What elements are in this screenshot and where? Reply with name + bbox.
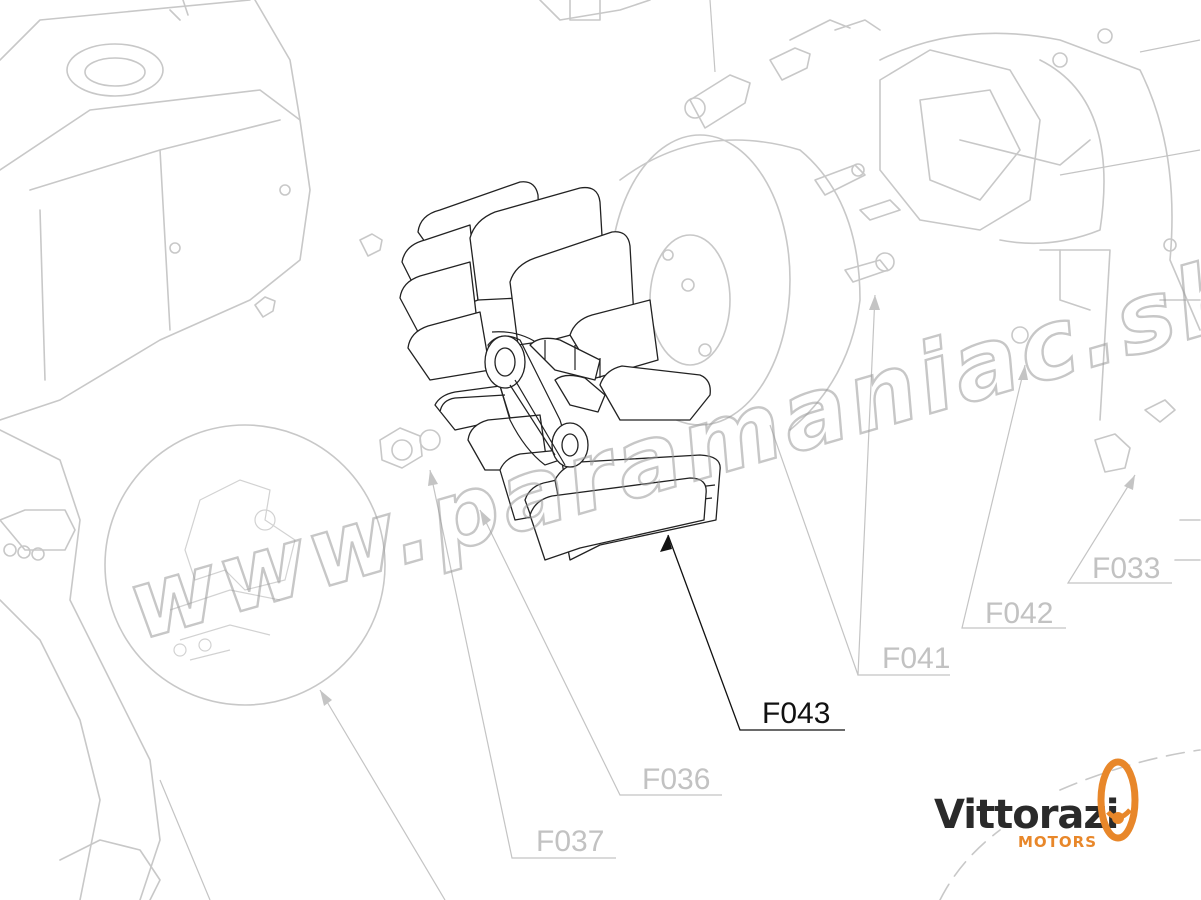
flywheel-fan-part xyxy=(399,181,721,561)
leader-detail xyxy=(319,689,446,900)
brand-logo: Vittorazi MOTORS xyxy=(934,758,1139,851)
brand-mark-icon xyxy=(1097,758,1139,842)
ghost-engine-housing xyxy=(0,0,311,900)
leader-f042 xyxy=(961,364,1066,629)
leader-f043 xyxy=(667,534,845,731)
arrowhead-f043 xyxy=(660,535,672,552)
callout-f036: F036 xyxy=(642,763,710,796)
callout-labels: F043 F033 F042 F041 F036 F037 xyxy=(536,552,1160,858)
leader-f036 xyxy=(479,509,722,796)
leader-f033 xyxy=(1066,474,1172,584)
callout-f043: F043 xyxy=(762,697,830,730)
leader-lines xyxy=(159,0,1201,900)
ghost-detail-circle xyxy=(104,424,386,706)
ghost-starter-and-cover xyxy=(359,0,1201,900)
callout-f037: F037 xyxy=(536,825,604,858)
callout-f033: F033 xyxy=(1092,552,1160,585)
callout-f041: F041 xyxy=(882,642,950,675)
leader-f041-b xyxy=(769,424,859,676)
leader-f037 xyxy=(429,469,616,859)
brand-sub: MOTORS xyxy=(1018,833,1097,851)
callout-f042: F042 xyxy=(985,597,1053,630)
brand-name: Vittorazi xyxy=(934,792,1118,838)
